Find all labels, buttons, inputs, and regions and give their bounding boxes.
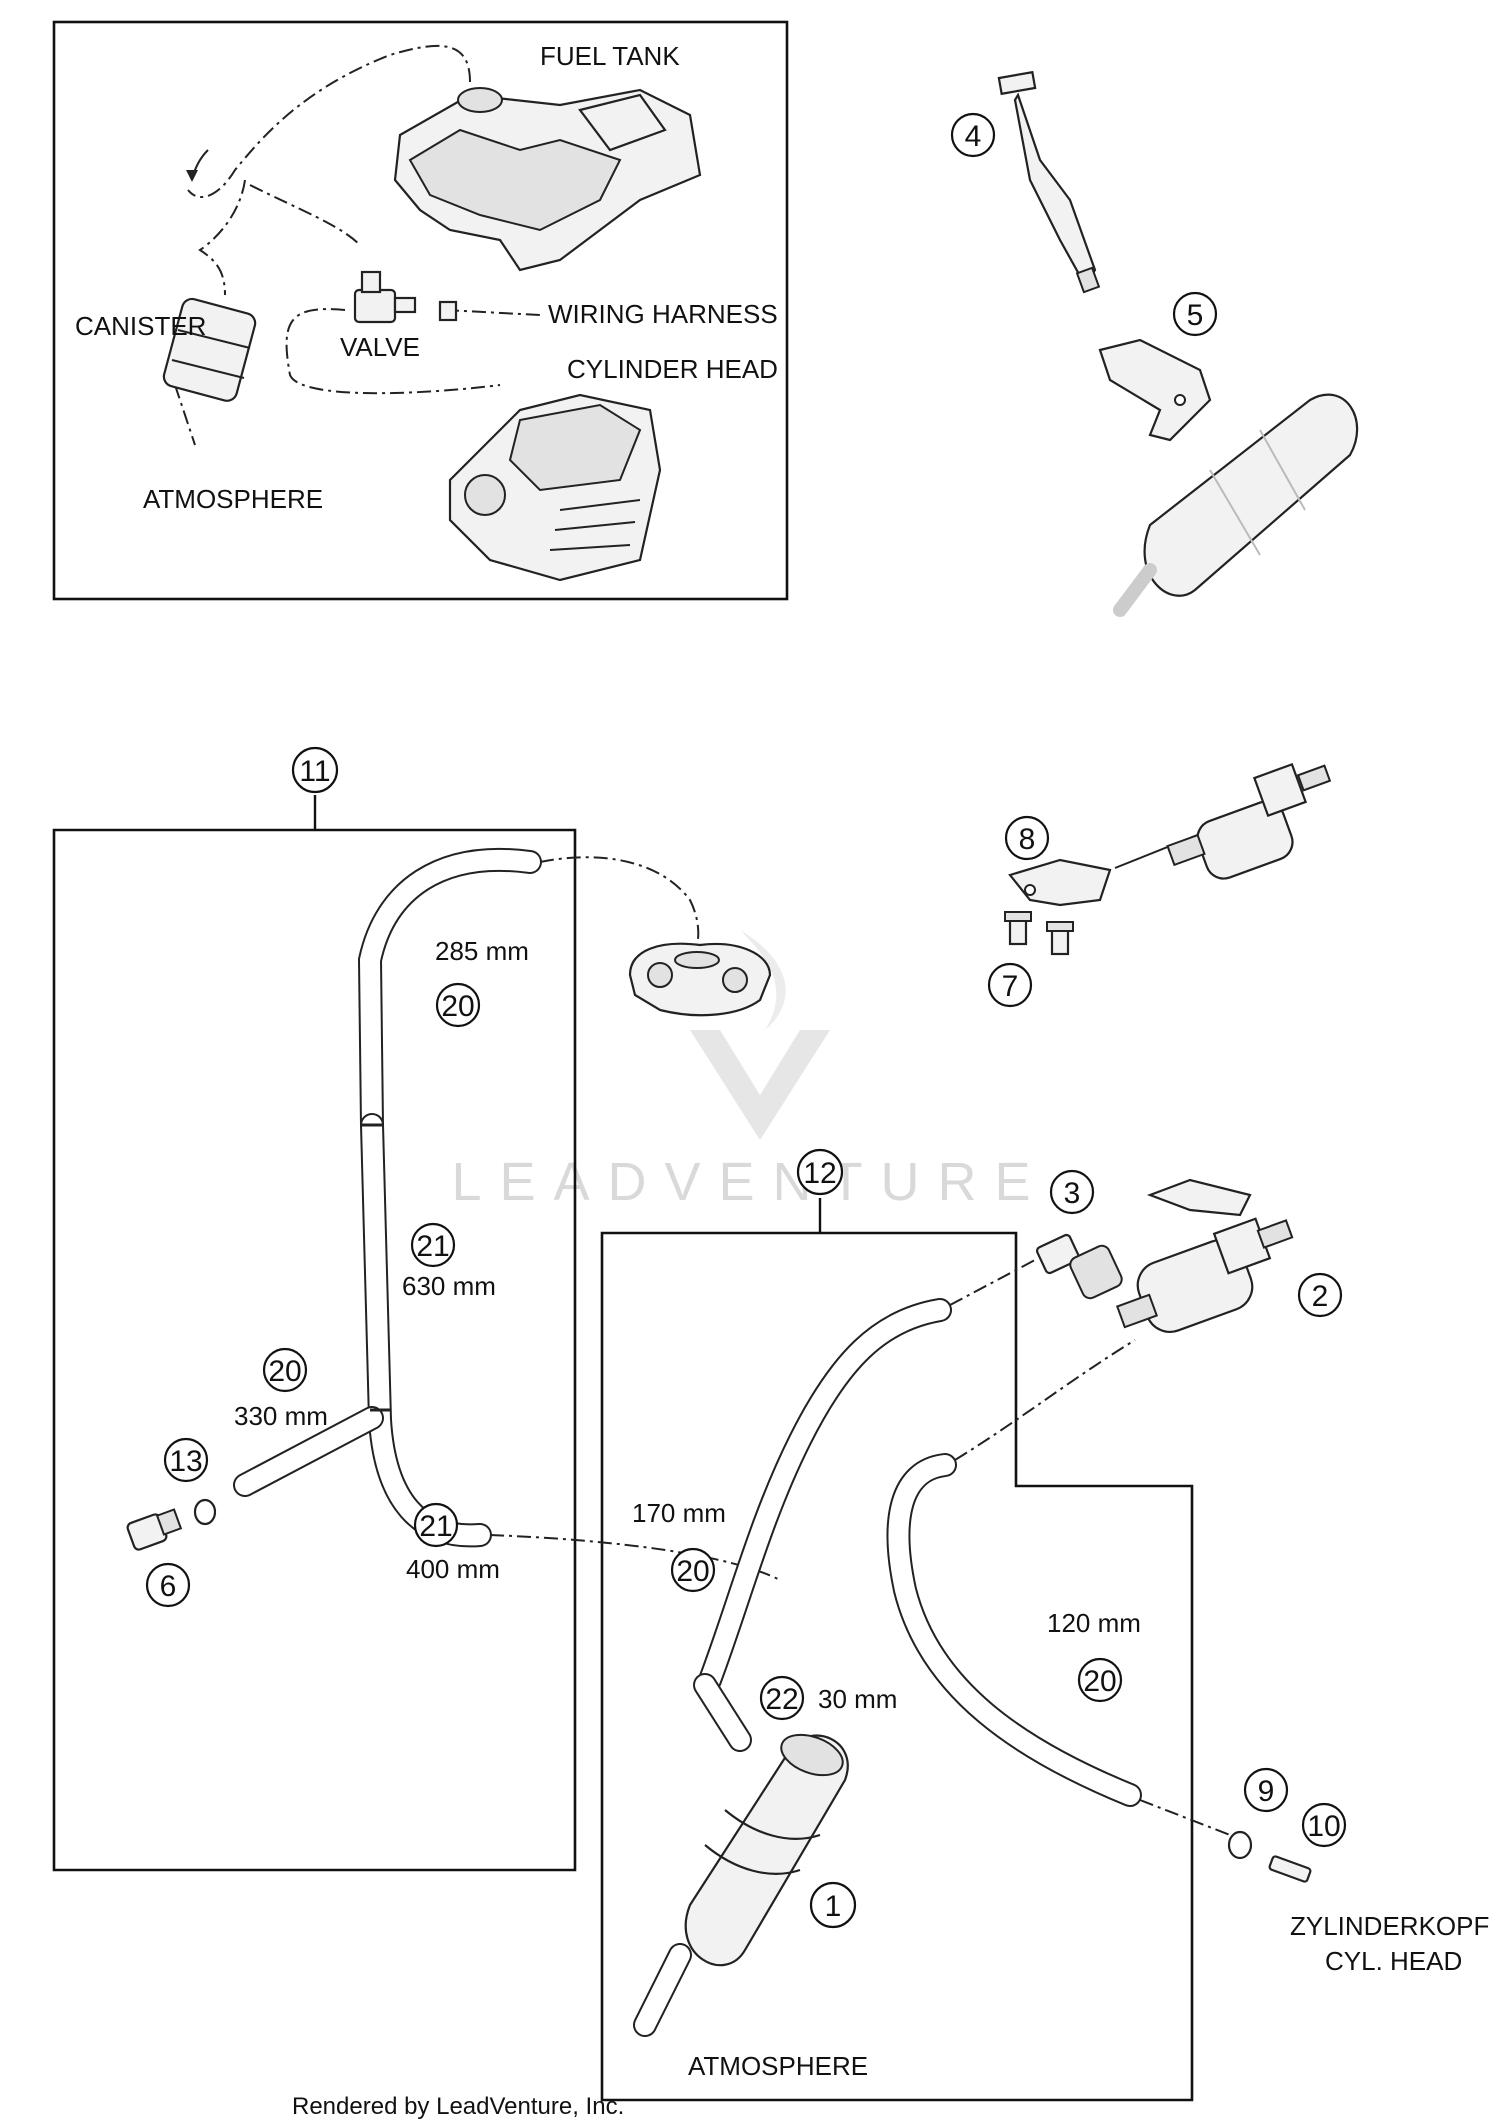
kit-12-frame	[600, 1198, 1194, 2102]
callout-11	[291, 746, 339, 794]
leadventure-watermark: LEADVENTURE	[451, 930, 1048, 1212]
atmosphere-inset-label: ATMOSPHERE	[143, 484, 323, 514]
footer-credit: Rendered by LeadVenture, Inc.	[292, 2093, 624, 2120]
canister-illustration	[162, 297, 257, 402]
fuel-tank-label: FUEL TANK	[540, 41, 680, 71]
callout-22	[759, 1675, 805, 1721]
callout-12	[796, 1148, 844, 1196]
part-9-clamp-illustration	[1227, 1830, 1253, 1860]
hose-170	[698, 1298, 952, 1692]
part-7-screws-illustration	[1004, 911, 1074, 956]
callout-20-d	[1077, 1657, 1123, 1703]
length-285-label: 285 mm	[435, 936, 529, 966]
part-22-short-hose	[693, 1673, 752, 1752]
callout-20-a	[435, 982, 481, 1028]
callout-6-text: 6	[160, 1570, 177, 1603]
callout-21-a	[410, 1222, 456, 1268]
wiring-harness-label: WIRING HARNESS	[548, 299, 778, 329]
callout-4-text: 4	[965, 120, 982, 153]
valve-to-head-line	[285, 308, 501, 395]
callout-22-text: 22	[765, 1683, 798, 1716]
kit-11-frame	[52, 795, 577, 1872]
callout-7	[987, 962, 1033, 1008]
callout-8	[1004, 815, 1050, 861]
fuel-tank-vent-cap	[628, 942, 772, 1017]
callout-6	[145, 1562, 191, 1608]
length-120-label: 120 mm	[1047, 1608, 1141, 1638]
part-8-bracket-illustration	[1008, 858, 1112, 907]
watermark-logo-icon	[690, 1030, 830, 1140]
valve-illustration	[353, 270, 458, 324]
fuel-tank-illustration	[393, 87, 702, 272]
tank-vent-line	[187, 45, 471, 199]
callout-13-text: 13	[169, 1445, 202, 1478]
callout-20-d-text: 20	[1083, 1665, 1116, 1698]
upper-canister-illustration	[1113, 393, 1359, 617]
callout-21-b	[413, 1502, 459, 1548]
part-2-purge-valve-illustration	[1115, 1178, 1294, 1333]
part-10-nipple-illustration	[1268, 1855, 1312, 1883]
part-13-clamp-illustration	[193, 1498, 217, 1526]
atmosphere-line	[174, 384, 196, 446]
callout-8-text: 8	[1019, 823, 1036, 856]
canister-line	[198, 179, 246, 296]
part-3-connector-illustration	[1035, 1233, 1123, 1300]
inset-frame	[52, 20, 789, 601]
callout-1	[809, 1881, 857, 1929]
valve-label: VALVE	[340, 332, 420, 362]
callout-21-a-text: 21	[416, 1230, 449, 1263]
hose-120-to-head-line	[1139, 1799, 1231, 1836]
system-overview-inset: FUEL TANK CANISTER VALVE WIRING HARNESS	[52, 20, 789, 601]
callout-5-text: 5	[1187, 299, 1204, 332]
callout-9-text: 9	[1258, 1775, 1275, 1808]
hose-assembly-11	[233, 847, 542, 1548]
callout-3-text: 3	[1064, 1177, 1081, 1210]
hose-to-cap-line	[539, 856, 700, 951]
canister-label: CANISTER	[75, 311, 206, 341]
purge-valve-upper-illustration	[1166, 762, 1332, 880]
callout-20-b-text: 20	[268, 1355, 301, 1388]
callout-2	[1297, 1272, 1343, 1318]
callout-10-text: 10	[1307, 1810, 1340, 1843]
hose-120	[886, 1453, 1142, 1807]
callout-11-text: 11	[299, 755, 330, 788]
callout-20-c-text: 20	[676, 1555, 709, 1588]
cyl-head-label: CYL. HEAD	[1325, 1946, 1462, 1976]
callout-10	[1301, 1802, 1347, 1848]
callout-20-c	[670, 1547, 716, 1593]
callout-20-b	[262, 1347, 308, 1393]
part-5-bracket-illustration	[1098, 338, 1212, 442]
callout-3	[1049, 1169, 1095, 1215]
tank-to-valve-line	[249, 184, 361, 246]
callout-2-text: 2	[1312, 1280, 1329, 1313]
callout-5	[1172, 291, 1218, 337]
watermark-text: LEADVENTURE	[451, 1152, 1048, 1212]
zylinderkopf-label: ZYLINDERKOPF	[1290, 1911, 1489, 1941]
part-6-plug-illustration	[126, 1508, 183, 1551]
watermark-flame-icon	[740, 930, 786, 1030]
callout-20-a-text: 20	[441, 990, 474, 1023]
length-170-label: 170 mm	[632, 1498, 726, 1528]
callout-13	[163, 1437, 209, 1483]
hose-120-to-2-line	[954, 1339, 1136, 1461]
length-30-label: 30 mm	[818, 1684, 897, 1714]
harness-line	[444, 309, 541, 316]
callout-21-b-text: 21	[419, 1510, 452, 1543]
callout-12-text: 12	[803, 1157, 836, 1190]
hose-170-to-3-line	[949, 1259, 1036, 1306]
length-630-label: 630 mm	[402, 1271, 496, 1301]
callout-7-text: 7	[1002, 970, 1019, 1003]
cylinder-head-label: CYLINDER HEAD	[567, 354, 778, 384]
cylinder-head-illustration	[448, 393, 662, 582]
callout-9	[1243, 1767, 1289, 1813]
length-400-label: 400 mm	[406, 1554, 500, 1584]
callout-1-text: 1	[825, 1890, 842, 1923]
part-4-illustration	[997, 70, 1101, 294]
atmosphere-label: ATMOSPHERE	[688, 2051, 868, 2081]
length-330-label: 330 mm	[234, 1401, 328, 1431]
part-1-canister-illustration	[633, 1733, 849, 2037]
callout-4	[950, 112, 996, 158]
